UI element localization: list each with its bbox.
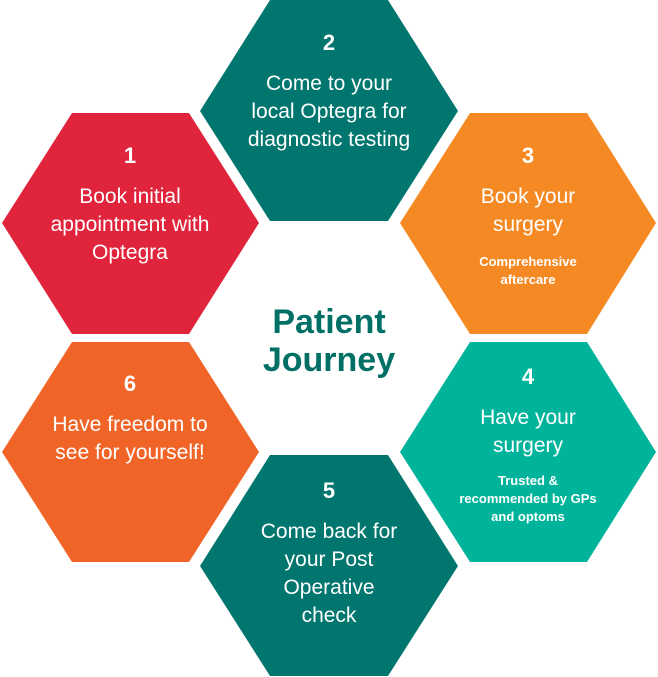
hex-step-3 xyxy=(400,113,656,334)
diagram-title: Patient Journey xyxy=(262,303,396,379)
hex-step-2 xyxy=(200,0,458,221)
hex-step-5 xyxy=(200,455,458,676)
hex-step-1 xyxy=(2,113,259,334)
step-4-content: 4 Have your surgery Trusted & recommende… xyxy=(448,364,608,526)
hex-step-6 xyxy=(2,342,259,562)
step-5-content: 5 Come back for your Post Operative chec… xyxy=(244,478,414,630)
step-5-number: 5 xyxy=(322,478,336,503)
step-4-label: Have your surgery xyxy=(480,406,576,457)
step-6-number: 6 xyxy=(123,371,137,396)
step-1-content: 1 Book initial appointment with Optegra xyxy=(45,143,215,267)
step-2-number: 2 xyxy=(322,30,336,55)
step-3-number: 3 xyxy=(521,143,535,168)
step-6-content: 6 Have freedom to see for yourself! xyxy=(45,371,215,467)
step-4-number: 4 xyxy=(521,364,535,389)
step-3-content: 3 Book your surgery Comprehensive afterc… xyxy=(448,143,608,289)
step-6-label: Have freedom to see for yourself! xyxy=(52,413,208,464)
step-3-label: Book your surgery xyxy=(480,185,576,236)
step-2-content: 2 Come to your local Optegra for diagnos… xyxy=(244,30,414,154)
step-5-label: Come back for your Post Operative check xyxy=(260,520,398,627)
step-4-note: Trusted & recommended by GPs and optoms xyxy=(459,473,597,524)
step-3-note: Comprehensive aftercare xyxy=(479,254,577,287)
hex-step-4 xyxy=(400,342,656,562)
step-1-label: Book initial appointment with Optegra xyxy=(50,185,210,264)
step-1-number: 1 xyxy=(123,143,137,168)
step-2-label: Come to your local Optegra for diagnosti… xyxy=(247,72,411,151)
